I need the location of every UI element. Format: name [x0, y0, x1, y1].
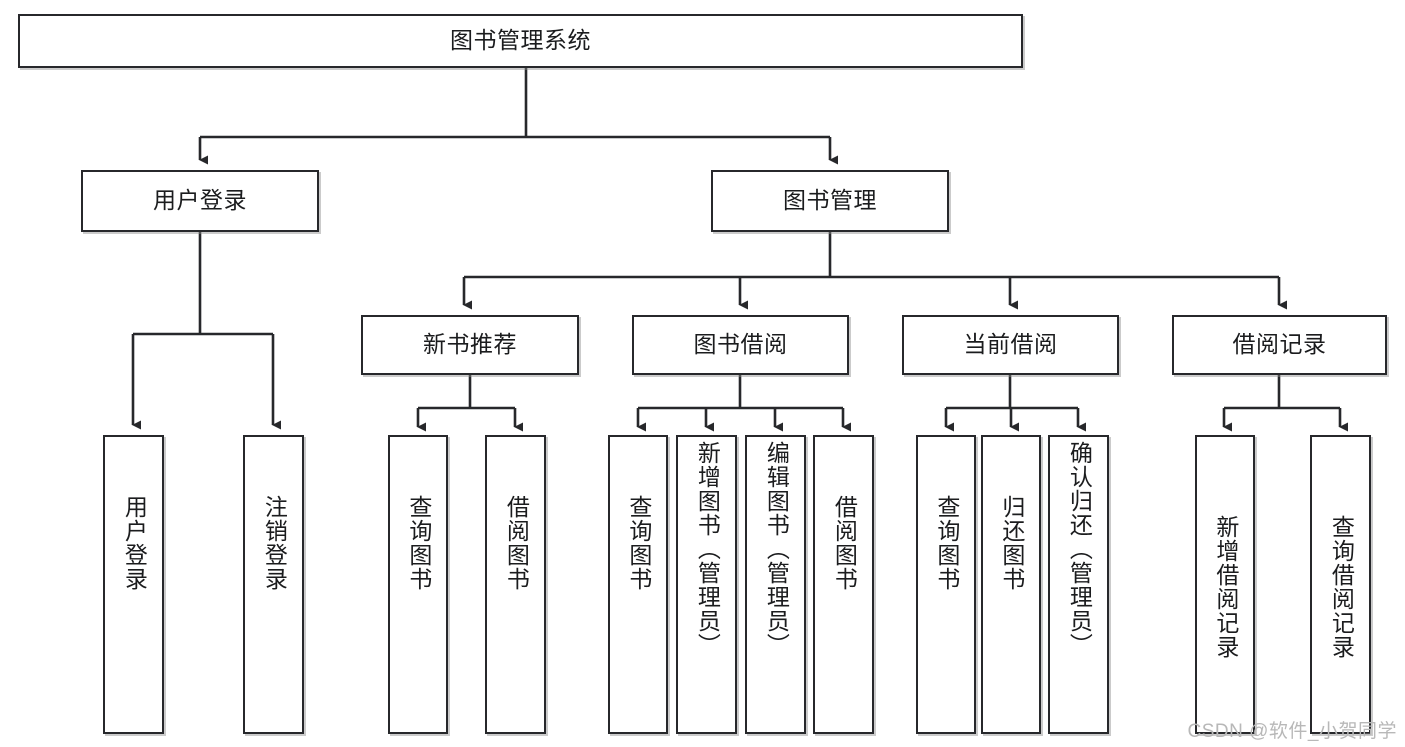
leaf-return-book[interactable]: 归还图书 [981, 435, 1041, 734]
node-label: 新书推荐 [423, 331, 517, 358]
leaf-query-book-current[interactable]: 查询图书 [916, 435, 976, 734]
leaf-confirm-return-admin[interactable]: 确认归还（管理员） [1048, 435, 1109, 734]
leaf-label: 借阅图书 [831, 495, 858, 591]
node-book-management[interactable]: 图书管理 [711, 170, 949, 232]
leaf-edit-book-admin[interactable]: 编辑图书（管理员） [745, 435, 806, 734]
node-book-borrow[interactable]: 图书借阅 [632, 315, 849, 375]
leaf-query-borrow-record[interactable]: 查询借阅记录 [1310, 435, 1371, 734]
node-label: 用户登录 [153, 187, 247, 214]
node-current-borrow[interactable]: 当前借阅 [902, 315, 1119, 375]
node-label: 图书借阅 [693, 331, 788, 358]
node-user-login[interactable]: 用户登录 [81, 170, 319, 232]
leaf-add-book-admin[interactable]: 新增图书（管理员） [676, 435, 737, 734]
leaf-borrow-book-recommend[interactable]: 借阅图书 [485, 435, 546, 734]
leaf-label: 编辑图书（管理员） [763, 441, 790, 657]
leaf-label: 归还图书 [998, 495, 1025, 591]
node-book-management-system[interactable]: 图书管理系统 [18, 14, 1023, 68]
leaf-label: 查询图书 [405, 495, 432, 591]
leaf-label: 查询借阅记录 [1328, 515, 1355, 659]
leaf-label: 查询图书 [625, 495, 652, 591]
leaf-label: 新增借阅记录 [1212, 515, 1239, 659]
leaf-user-login[interactable]: 用户登录 [103, 435, 164, 734]
leaf-label: 新增图书（管理员） [694, 441, 721, 657]
leaf-label: 用户登录 [121, 495, 148, 591]
node-label: 当前借阅 [963, 331, 1058, 358]
leaf-label: 借阅图书 [503, 495, 530, 591]
node-label: 借阅记录 [1232, 331, 1327, 358]
leaf-label: 确认归还（管理员） [1066, 441, 1093, 657]
leaf-user-logout[interactable]: 注销登录 [243, 435, 304, 734]
node-label: 图书管理系统 [450, 27, 591, 54]
node-borrow-record[interactable]: 借阅记录 [1172, 315, 1387, 375]
node-label: 图书管理 [783, 187, 877, 214]
leaf-add-borrow-record[interactable]: 新增借阅记录 [1195, 435, 1255, 734]
csdn-watermark: CSDN @软件_小贺同学 [1187, 721, 1397, 742]
leaf-query-book-recommend[interactable]: 查询图书 [388, 435, 448, 734]
node-new-book-recommend[interactable]: 新书推荐 [361, 315, 579, 375]
leaf-borrow-book[interactable]: 借阅图书 [813, 435, 874, 734]
leaf-query-book-borrow[interactable]: 查询图书 [608, 435, 668, 734]
leaf-label: 查询图书 [933, 495, 960, 591]
leaf-label: 注销登录 [261, 495, 288, 591]
